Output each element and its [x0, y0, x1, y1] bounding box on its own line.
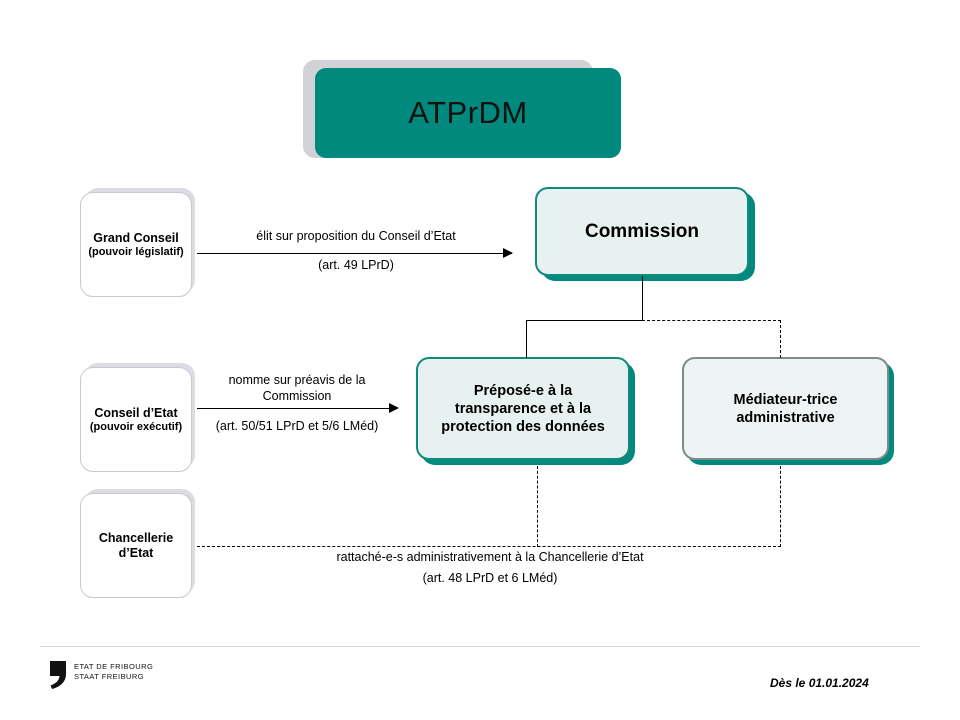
prepose-line1: Préposé-e à la: [473, 382, 573, 399]
connector-rattachement-label-2: (art. 48 LPrD et 6 LMéd): [422, 571, 558, 585]
connector-rattachement-prepose-drop-dashed: [537, 466, 538, 547]
connector-nomme-arrowhead: [389, 403, 399, 413]
mediateur-line2: administrative: [736, 409, 835, 426]
grand-conseil-name: Grand Conseil: [93, 230, 179, 245]
logo-line-de: STAAT FREIBURG: [74, 672, 145, 681]
connector-rattachement-label-1: rattaché-e-s administrativement à la Cha…: [336, 550, 644, 564]
connector-nomme-label-above-1: nomme sur préavis de la: [228, 373, 366, 387]
node-conseil-etat[interactable]: Conseil d’Etat (pouvoir exécutif): [80, 367, 192, 472]
connector-nomme-label-above-2: Commission: [262, 389, 332, 403]
connector-elit-line: [197, 253, 512, 254]
logo-text-block: ETAT DE FRIBOURG STAAT FREIBURG: [74, 660, 153, 682]
connector-commission-drop: [642, 276, 643, 320]
connector-rattachement-line-dashed: [197, 546, 781, 547]
connector-nomme-label-below: (art. 50/51 LPrD et 5/6 LMéd): [215, 419, 379, 433]
connector-rattachement-mediateur-drop-dashed: [780, 466, 781, 547]
connector-mediateur-riser-dashed: [780, 320, 781, 358]
footer-date: Dès le 01.01.2024: [770, 676, 869, 690]
title-box-atprdm: ATPrDM: [315, 68, 621, 158]
prepose-line2: transparence et à la: [454, 400, 592, 417]
conseil-etat-name: Conseil d’Etat: [94, 405, 178, 420]
node-mediateur[interactable]: Médiateur-trice administrative: [682, 357, 889, 460]
title-box-label: ATPrDM: [408, 95, 528, 130]
connector-prepose-riser: [526, 320, 527, 358]
connector-elit-label-above: élit sur proposition du Conseil d’Etat: [256, 229, 456, 243]
node-commission[interactable]: Commission: [535, 187, 749, 276]
grand-conseil-qualifier: (pouvoir législatif): [88, 245, 184, 258]
conseil-etat-qualifier: (pouvoir exécutif): [89, 420, 183, 433]
logo-line-fr: ETAT DE FRIBOURG: [74, 662, 154, 671]
connector-commission-branch-right-dashed: [642, 320, 781, 321]
prepose-line3: protection des données: [441, 418, 605, 435]
chancellerie-name-line1: Chancellerie: [98, 530, 174, 545]
mediateur-line1: Médiateur-trice: [733, 391, 838, 408]
chancellerie-name-line2: d’Etat: [118, 545, 154, 560]
commission-label: Commission: [584, 220, 700, 242]
connector-elit-label-below: (art. 49 LPrD): [318, 258, 394, 272]
footer-divider: [40, 646, 920, 647]
connector-elit-arrowhead: [503, 248, 513, 258]
comma-logo-icon: [48, 660, 68, 690]
node-prepose[interactable]: Préposé-e à la transparence et à la prot…: [416, 357, 630, 460]
connector-nomme-line: [197, 408, 397, 409]
etat-de-fribourg-logo: ETAT DE FRIBOURG STAAT FREIBURG: [48, 660, 153, 690]
connector-commission-branch-left: [526, 320, 643, 321]
node-grand-conseil[interactable]: Grand Conseil (pouvoir législatif): [80, 192, 192, 297]
node-chancellerie[interactable]: Chancellerie d’Etat: [80, 493, 192, 598]
